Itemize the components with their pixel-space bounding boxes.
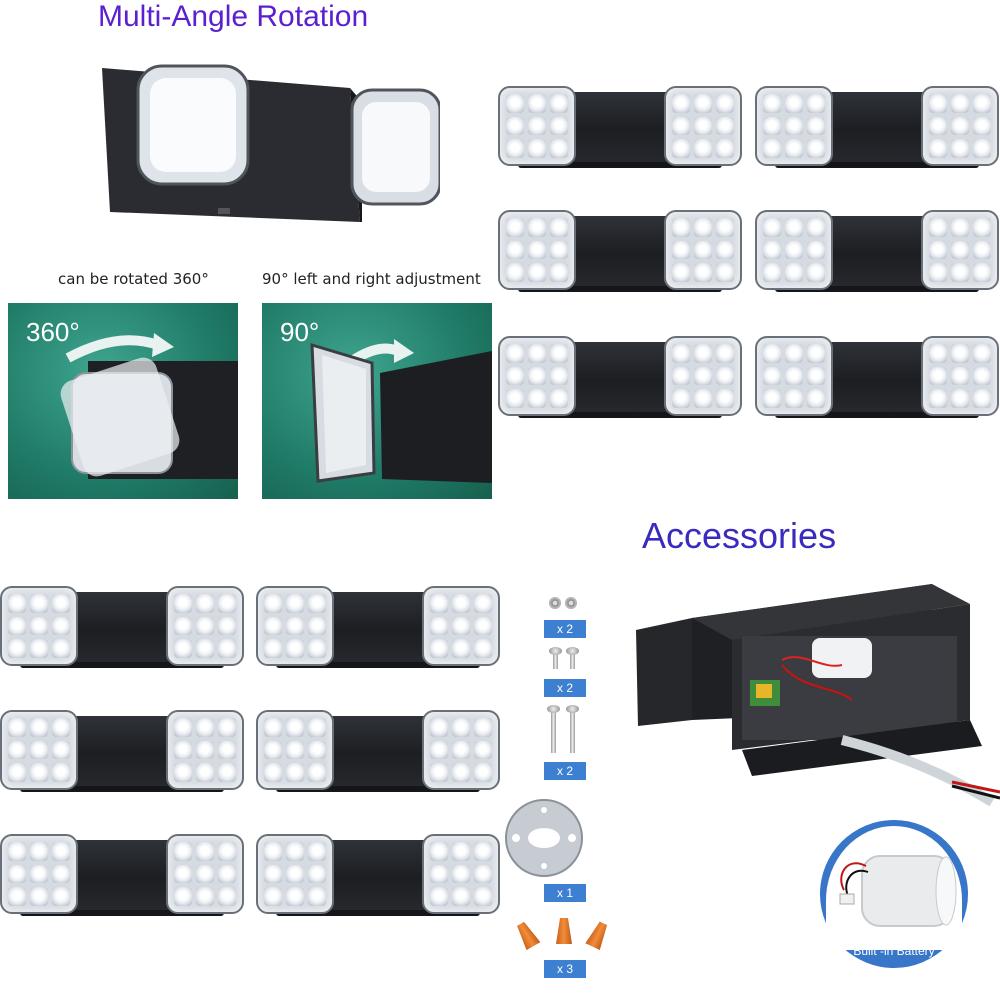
rotate-360-panel: 360° [8, 303, 238, 499]
fixture-grid-top-r2c1 [498, 206, 742, 294]
fixture-grid-bottom-r2c1 [0, 706, 244, 794]
qty-badge-nuts: x 2 [544, 620, 586, 638]
fixture-grid-top-r2c2 [755, 206, 999, 294]
wire-nut-icon [556, 918, 572, 944]
accessories-title: Accessories [642, 515, 837, 556]
panel-360-label: 360° [26, 317, 80, 347]
battery-label: Built -in Battery [853, 944, 935, 958]
nut-icon [549, 597, 561, 609]
wire-nut-icon [514, 920, 541, 951]
rotation-title: Multi-Angle Rotation [98, 0, 369, 33]
fixture-grid-bottom-r3c2 [256, 830, 500, 918]
qty-badge-short-screws: x 2 [544, 679, 586, 697]
fixture-grid-top-r1c1 [498, 82, 742, 170]
mounting-plate-icon [505, 799, 583, 877]
fixture-grid-top-r3c2 [755, 332, 999, 420]
panel-90-label: 90° [280, 317, 320, 347]
fixture-grid-bottom-r2c2 [256, 706, 500, 794]
battery-inner [826, 826, 962, 950]
opened-fixture-image [636, 584, 1000, 807]
main-fixture-icon [102, 64, 442, 222]
fixture-grid-bottom-r1c2 [256, 582, 500, 670]
wire-nut-icon [585, 920, 610, 950]
qty-badge-wire-nuts: x 3 [544, 960, 586, 978]
fixture-grid-bottom-r3c1 [0, 830, 244, 918]
qty-badge-long-screws: x 2 [544, 762, 586, 780]
short-screw-icon [549, 647, 562, 669]
caption-rotate-360: can be rotated 360° [58, 270, 209, 288]
battery-icon [839, 855, 957, 927]
main-fixture-image [100, 62, 442, 227]
fixture-grid-top-r1c2 [755, 82, 999, 170]
adjust-90-panel: 90° [262, 303, 492, 499]
fixture-grid-bottom-r1c1 [0, 582, 244, 670]
fixture-grid-top-r3c1 [498, 332, 742, 420]
adjust-arrow-icon [310, 339, 492, 483]
short-screw-icon [566, 647, 579, 669]
caption-adjust-90: 90° left and right adjustment [262, 270, 481, 288]
long-screw-icon [547, 705, 560, 753]
nut-icon [565, 597, 577, 609]
qty-badge-mounting-plate: x 1 [544, 884, 586, 902]
long-screw-icon [566, 705, 579, 753]
rotate-arrow-icon [60, 333, 238, 479]
